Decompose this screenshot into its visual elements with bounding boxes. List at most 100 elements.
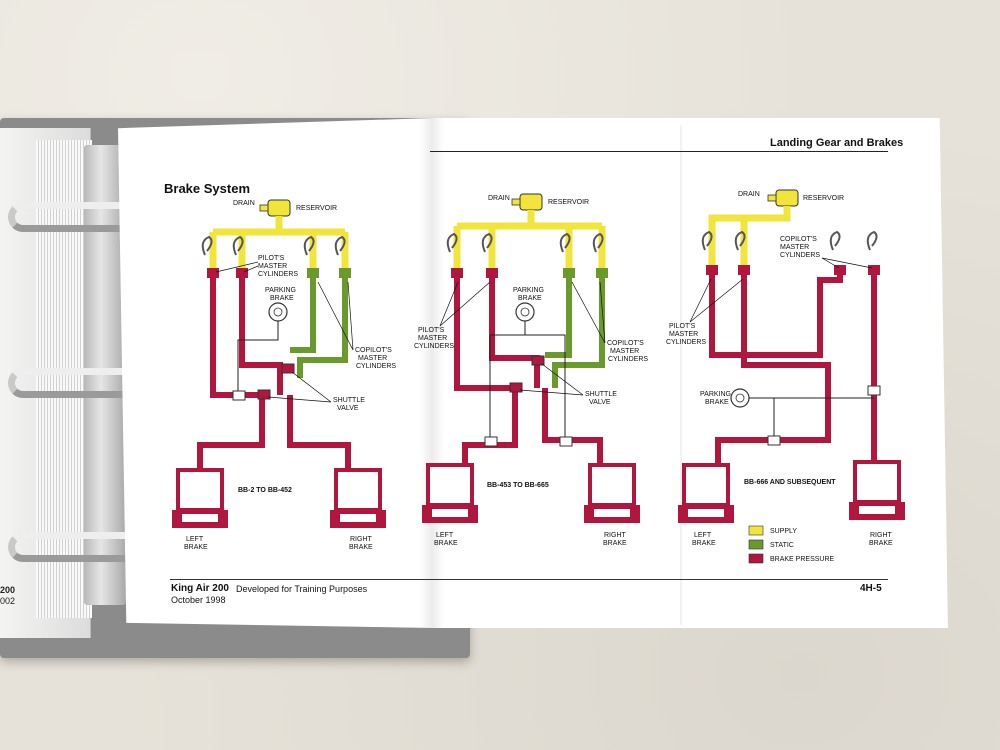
drain-fitting-icon	[511, 198, 521, 206]
left-page-number: 200	[0, 585, 16, 595]
parking-label-3b: BRAKE	[705, 399, 729, 406]
static-lines-2	[545, 278, 605, 388]
pressure-lines-2	[454, 278, 603, 470]
copilots-label-1b: MASTER	[358, 355, 387, 362]
pilots-label-2a: PILOT'S	[418, 327, 445, 334]
leader-lines-2	[439, 281, 606, 396]
left-page-date: 002	[0, 596, 16, 606]
parking-linkage-1	[237, 321, 279, 395]
master-cylinder-3b	[738, 265, 750, 275]
shuttle-label-1a: SHUTTLE	[333, 397, 365, 404]
legend: SUPPLY STATIC BRAKE PRESSURE	[748, 525, 835, 564]
brake-pedals-2	[446, 232, 604, 253]
check-valve-3a	[767, 435, 781, 446]
diagram-bb2-to-bb452: DRAIN RESERVOIR PILOT'S MASTER CYLINDERS…	[172, 199, 396, 551]
shuttle-valve-1b	[281, 363, 295, 374]
copilots-label-2a: COPILOT'S	[607, 340, 644, 347]
drain-fitting-icon	[259, 204, 269, 212]
left-brake-label-3b: BRAKE	[692, 540, 716, 547]
shuttle-valve-2b	[531, 355, 545, 366]
pilots-label-1c: CYLINDERS	[258, 271, 298, 278]
left-brake-label-3a: LEFT	[694, 532, 712, 539]
reservoir-icon	[519, 193, 543, 211]
page-fold-line	[680, 125, 682, 625]
range-label-3: BB-666 AND SUBSEQUENT	[744, 479, 836, 486]
check-valve-2a	[484, 436, 498, 447]
parking-brake-icon	[515, 302, 535, 322]
footer-date: October 1998	[171, 595, 226, 605]
pilots-label-3a: PILOT'S	[669, 323, 696, 330]
right-brake-label-1a: RIGHT	[350, 536, 373, 543]
footer-rule	[170, 579, 888, 580]
check-valve-2b	[559, 436, 573, 447]
left-brake-label-2a: LEFT	[436, 532, 454, 539]
master-cylinder-2c	[563, 268, 575, 278]
shuttle-valve-1a	[257, 389, 271, 400]
copilots-label-2c: CYLINDERS	[608, 356, 648, 363]
copilots-label-3a: COPILOT'S	[780, 236, 817, 243]
copilots-label-3b: MASTER	[780, 244, 809, 251]
binder-spine-plate	[84, 145, 126, 605]
pilots-label-1b: MASTER	[258, 263, 287, 270]
copilots-label-1a: COPILOT'S	[355, 347, 392, 354]
master-cylinder-3a	[706, 265, 718, 275]
master-cylinder-3d	[868, 265, 880, 275]
left-brake-label-1b: BRAKE	[184, 544, 208, 551]
drain-label-1: DRAIN	[233, 200, 255, 207]
master-cylinder-1c	[307, 268, 319, 278]
right-brake-label-1b: BRAKE	[349, 544, 373, 551]
reservoir-label-2: RESERVOIR	[548, 199, 589, 206]
check-valve-1	[232, 390, 246, 401]
parking-linkage-2	[489, 321, 566, 440]
pilots-label-3b: MASTER	[669, 331, 698, 338]
page-title: Brake System	[164, 181, 250, 196]
drain-fitting-icon	[767, 194, 777, 202]
reservoir-icon	[267, 199, 291, 217]
footer-page-number: 4H-5	[860, 583, 882, 594]
parking-label-2b: BRAKE	[518, 295, 542, 302]
supply-lines-3	[708, 206, 791, 265]
drain-label-2: DRAIN	[488, 195, 510, 202]
shuttle-label-2b: VALVE	[589, 399, 611, 406]
diagram-bb666-and-subsequent: DRAIN RESERVOIR COPILOT'S MASTER CYLINDE…	[666, 189, 905, 564]
left-brake-label-2b: BRAKE	[434, 540, 458, 547]
parking-label-2a: PARKING	[513, 287, 544, 294]
shuttle-label-1b: VALVE	[337, 405, 359, 412]
legend-swatch-pressure	[748, 553, 764, 564]
supply-lines-1	[209, 216, 349, 270]
right-brake-assembly-3	[849, 460, 905, 520]
range-label-2: BB-453 TO BB-665	[487, 482, 549, 489]
leader-lines-1	[215, 261, 354, 403]
master-cylinder-1b	[236, 268, 248, 278]
legend-swatch-supply	[748, 525, 764, 536]
legend-swatch-static	[748, 539, 764, 550]
master-cylinder-3c	[834, 265, 846, 275]
right-brake-assembly-2	[584, 463, 640, 523]
parking-label-1b: BRAKE	[270, 295, 294, 302]
copilots-label-2b: MASTER	[610, 348, 639, 355]
master-cylinder-1a	[207, 268, 219, 278]
right-brake-assembly-1	[330, 468, 386, 528]
copilots-label-1c: CYLINDERS	[356, 363, 396, 370]
leader-lines-3	[689, 257, 873, 323]
right-brake-label-3a: RIGHT	[870, 532, 893, 539]
right-brake-label-2b: BRAKE	[603, 540, 627, 547]
supply-lines-2	[453, 210, 606, 268]
master-cylinder-1d	[339, 268, 351, 278]
footer-purpose: Developed for Training Purposes	[236, 584, 368, 594]
legend-label-supply: SUPPLY	[770, 528, 797, 535]
parking-brake-icon	[730, 388, 750, 408]
shuttle-label-2a: SHUTTLE	[585, 391, 617, 398]
diagram-bb453-to-bb665: DRAIN RESERVOIR PARKING BRAKE PILOT'S MA…	[414, 193, 648, 547]
master-cylinder-2b	[486, 268, 498, 278]
reservoir-icon	[775, 189, 799, 207]
pressure-lines-3	[709, 275, 877, 470]
page-gutter-shadow	[420, 118, 444, 628]
reservoir-label-3: RESERVOIR	[803, 195, 844, 202]
range-label-1: BB-2 TO BB-452	[238, 487, 292, 494]
right-brake-label-2a: RIGHT	[604, 532, 627, 539]
parking-linkage-3	[749, 397, 874, 440]
parking-brake-icon	[268, 302, 288, 322]
master-cylinder-2d	[596, 268, 608, 278]
